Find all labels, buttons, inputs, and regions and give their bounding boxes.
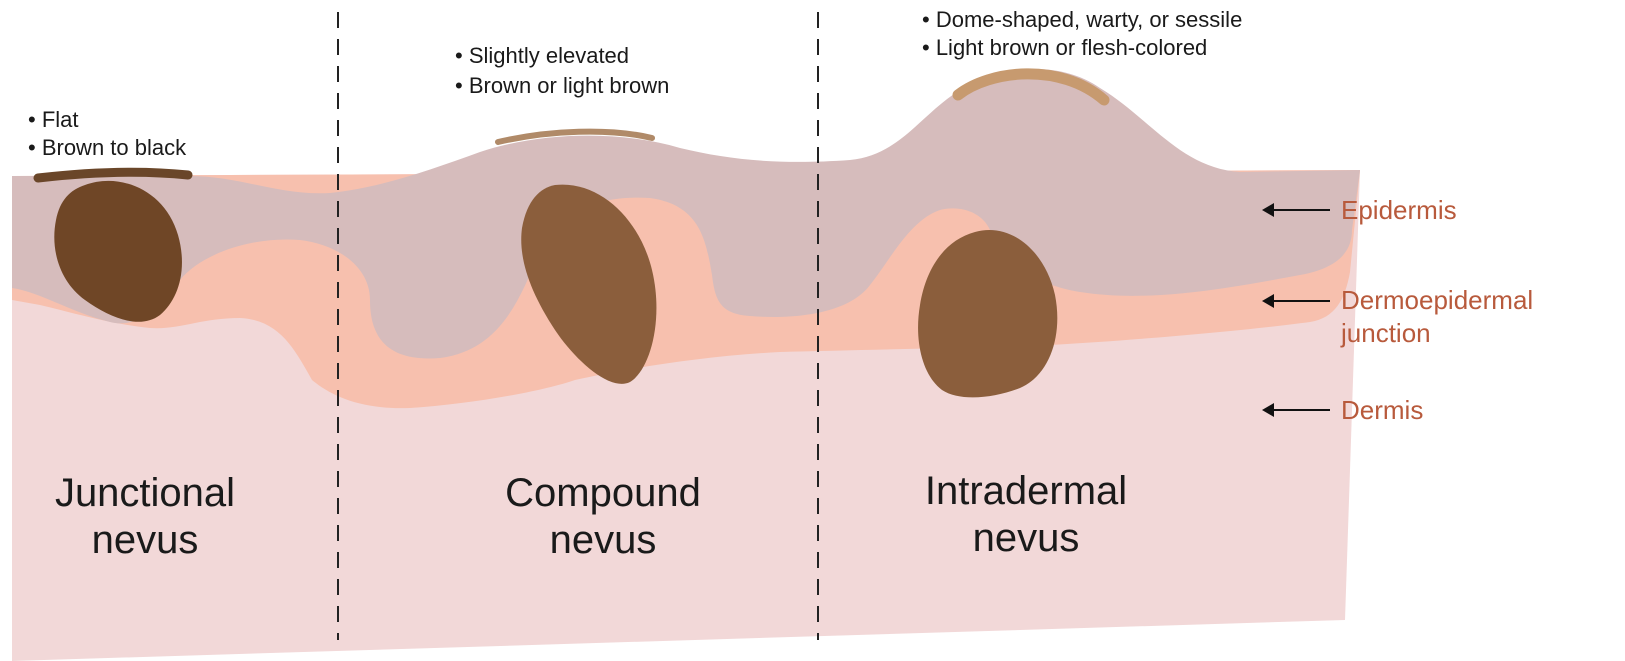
intradermal-bullet-shape: • Dome-shaped, warty, or sessile xyxy=(922,7,1242,32)
epidermis-label: Epidermis xyxy=(1341,195,1457,225)
compound-bullet-color: • Brown or light brown xyxy=(455,73,669,98)
compound-type-label-line2: nevus xyxy=(550,518,657,562)
junctional-bullet-flat: • Flat xyxy=(28,107,79,132)
compound-type-label-line1: Compound xyxy=(505,471,701,515)
junctional-type-label-line2: nevus xyxy=(92,518,199,562)
dermis-label: Dermis xyxy=(1341,395,1423,425)
junctional-bullet-color: • Brown to black xyxy=(28,135,187,160)
junction-label-line1: Dermoepidermal xyxy=(1341,285,1533,315)
intradermal-bullet-color: • Light brown or flesh-colored xyxy=(922,35,1207,60)
intradermal-type-label-line2: nevus xyxy=(973,516,1080,560)
compound-bullet-elevation: • Slightly elevated xyxy=(455,43,629,68)
intradermal-type-label-line1: Intradermal xyxy=(925,469,1127,513)
junctional-type-label-line1: Junctional xyxy=(55,471,235,515)
junction-label-line2: junction xyxy=(1340,318,1431,348)
